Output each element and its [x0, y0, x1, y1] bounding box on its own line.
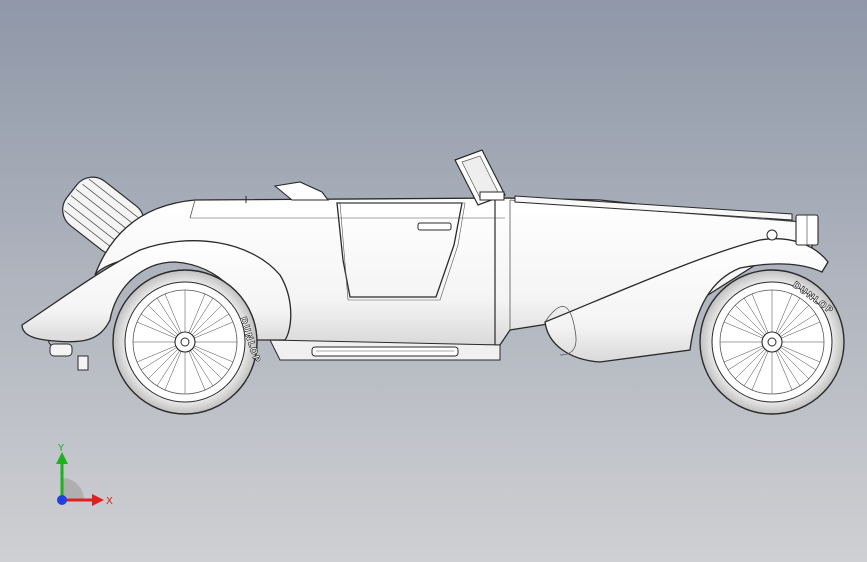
x-arrow-icon	[92, 494, 104, 506]
windshield	[454, 149, 506, 206]
y-axis-label: Y	[57, 443, 65, 454]
rear-wheel: DUNLOP	[112, 269, 262, 415]
seat	[245, 181, 330, 203]
x-axis-label: X	[106, 496, 113, 507]
front-wheel: DUNLOP	[699, 269, 845, 415]
y-arrow-icon	[56, 452, 68, 464]
view-triad[interactable]: Y X	[40, 438, 120, 510]
triad-plane-icon	[62, 478, 84, 500]
front-fender	[544, 238, 829, 363]
z-axis-icon	[57, 495, 67, 505]
grille	[766, 214, 819, 246]
